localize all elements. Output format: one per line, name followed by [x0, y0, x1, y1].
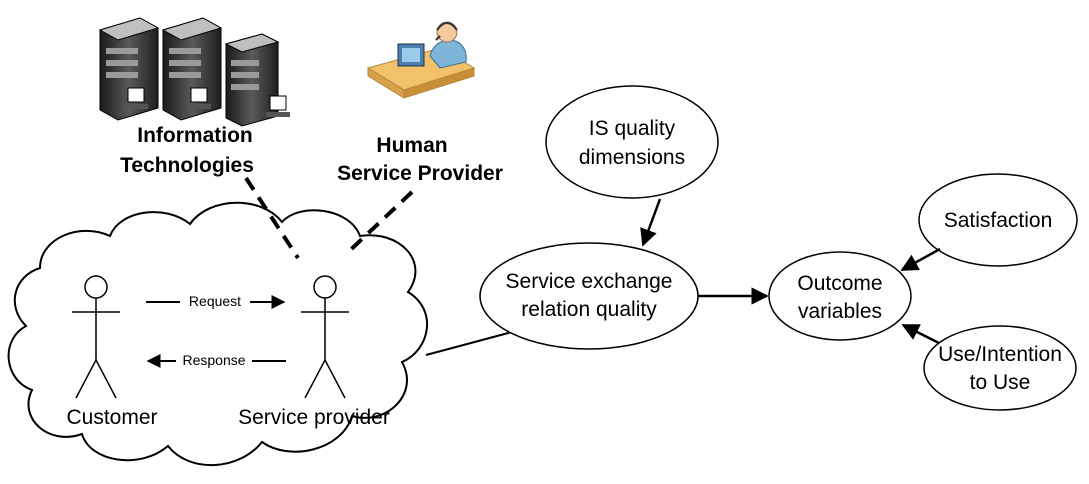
service-exchange-label-line1: Service exchange: [506, 270, 673, 293]
outcome-node: [768, 251, 912, 341]
server-icon: [98, 17, 160, 121]
is-quality-node: [545, 85, 719, 199]
interaction-cloud: [7, 201, 429, 466]
human-service-provider-label-line1: Human: [376, 134, 447, 157]
it-to-provider-dashed-link: [244, 176, 300, 260]
service-provider-label: Service provider: [238, 406, 390, 429]
satisfaction-label: Satisfaction: [944, 209, 1053, 232]
is-quality-label-line1: IS quality: [589, 117, 676, 140]
service-exchange-node: [479, 242, 699, 350]
use-intention-label-line2: to Use: [970, 371, 1031, 394]
is-quality-to-service-exchange-arrow: [640, 198, 662, 247]
customer-actor-icon: [72, 275, 120, 399]
use-intention-node: [923, 325, 1077, 411]
human-service-provider-label-line2: Service Provider: [337, 162, 503, 185]
server-icon: [161, 17, 223, 121]
use-intention-label-line1: Use/Intention: [938, 343, 1062, 366]
servers-icon: [98, 17, 290, 127]
satisfaction-node: [918, 173, 1078, 267]
information-technologies-label-line2: Technologies: [120, 154, 254, 177]
customer-label: Customer: [66, 406, 157, 429]
satisfaction-to-outcome-arrow: [900, 247, 941, 272]
server-icon: [224, 33, 290, 127]
outcome-label-line2: variables: [798, 300, 882, 323]
request-label: Request: [189, 293, 241, 309]
service-provider-actor-icon: [301, 275, 349, 399]
cloud-to-service-exchange-link: [425, 331, 513, 356]
service-exchange-label-line2: relation quality: [521, 298, 657, 321]
human-to-provider-dashed-link: [343, 190, 414, 257]
outcome-label-line1: Outcome: [797, 272, 882, 295]
response-label: Response: [182, 352, 245, 368]
use-intention-to-outcome-arrow: [901, 323, 940, 345]
call-center-agent-icon: [366, 21, 476, 99]
information-technologies-label-line1: Information: [137, 124, 253, 147]
is-quality-label-line2: dimensions: [579, 146, 685, 169]
